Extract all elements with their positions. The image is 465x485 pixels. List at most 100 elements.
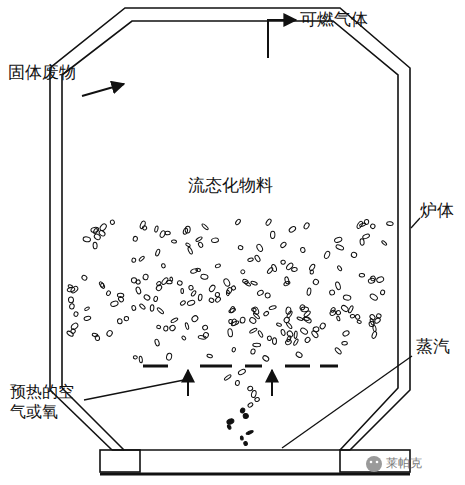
particle <box>334 347 342 355</box>
particle <box>70 285 79 294</box>
particle <box>132 258 137 263</box>
particle <box>351 252 358 259</box>
particle <box>136 280 141 285</box>
particle <box>342 330 350 337</box>
particle <box>310 270 314 275</box>
particle <box>155 249 161 257</box>
particle <box>286 330 294 338</box>
particle <box>188 285 193 290</box>
particle <box>249 317 257 325</box>
particle <box>267 336 272 341</box>
particle <box>169 324 176 331</box>
particle <box>69 303 75 309</box>
particle <box>154 226 159 233</box>
body-label: 炉体 <box>420 200 454 221</box>
particle <box>232 347 236 352</box>
particle <box>276 323 282 327</box>
particle <box>263 311 269 317</box>
particle <box>154 339 160 347</box>
particle <box>336 316 340 321</box>
particle <box>106 330 114 338</box>
particle <box>238 245 243 250</box>
particle <box>257 330 263 338</box>
particle <box>171 240 176 243</box>
particle <box>254 397 260 402</box>
particle <box>364 219 369 224</box>
particle <box>297 316 304 320</box>
particle <box>181 288 184 293</box>
particle <box>292 267 298 271</box>
particle <box>200 274 208 280</box>
particle <box>323 250 330 259</box>
particle <box>256 243 264 252</box>
particle <box>202 325 208 331</box>
particle <box>117 319 122 325</box>
particle <box>170 317 178 323</box>
particle <box>303 310 311 318</box>
particle <box>228 319 232 324</box>
particle <box>190 268 198 274</box>
particle <box>135 286 141 294</box>
particle <box>374 317 381 324</box>
particle <box>81 275 88 282</box>
particle <box>98 230 106 237</box>
particle <box>66 330 74 337</box>
bed-particles <box>66 218 393 446</box>
particle <box>244 281 251 287</box>
particle <box>294 331 298 339</box>
bottom-inlets <box>100 450 410 474</box>
particle <box>262 355 270 362</box>
particle <box>334 237 343 244</box>
particle <box>187 247 193 255</box>
particle <box>340 304 349 312</box>
particle <box>93 228 98 234</box>
particle <box>281 260 286 265</box>
particle <box>143 294 151 301</box>
particle <box>311 330 319 339</box>
particle <box>303 317 310 321</box>
particle <box>253 343 261 347</box>
air-inlet-label: 预热的空气或氧 <box>10 382 80 422</box>
particle <box>163 326 168 332</box>
particle <box>191 290 197 297</box>
particle <box>300 247 305 253</box>
particle <box>369 318 374 325</box>
particle <box>380 290 385 296</box>
particle <box>191 315 199 323</box>
particle <box>251 307 256 312</box>
particle <box>295 351 303 358</box>
particle <box>110 219 115 224</box>
particle <box>240 436 244 441</box>
particle <box>250 348 255 354</box>
particle <box>270 231 275 238</box>
particle <box>240 407 246 413</box>
particle <box>124 316 129 320</box>
particle <box>208 284 216 292</box>
particle <box>215 292 220 297</box>
particle <box>156 281 162 287</box>
particle <box>153 296 158 302</box>
particle <box>265 293 271 299</box>
particle <box>227 329 232 338</box>
particle <box>286 335 291 342</box>
particle <box>226 418 235 425</box>
particle <box>100 283 104 288</box>
particle <box>342 341 348 345</box>
particle <box>68 297 74 303</box>
feed-label: 固体废物 <box>8 62 76 83</box>
particle <box>156 307 164 314</box>
particle <box>369 293 378 301</box>
particle <box>272 338 276 345</box>
particle <box>329 290 335 295</box>
particle <box>286 307 292 315</box>
particle <box>300 327 309 335</box>
particle <box>370 223 376 229</box>
particle <box>84 316 92 321</box>
particle <box>336 310 342 316</box>
particle <box>98 281 105 289</box>
particle <box>195 236 202 242</box>
particle <box>226 290 229 296</box>
particle <box>283 316 290 323</box>
particle <box>357 320 362 324</box>
